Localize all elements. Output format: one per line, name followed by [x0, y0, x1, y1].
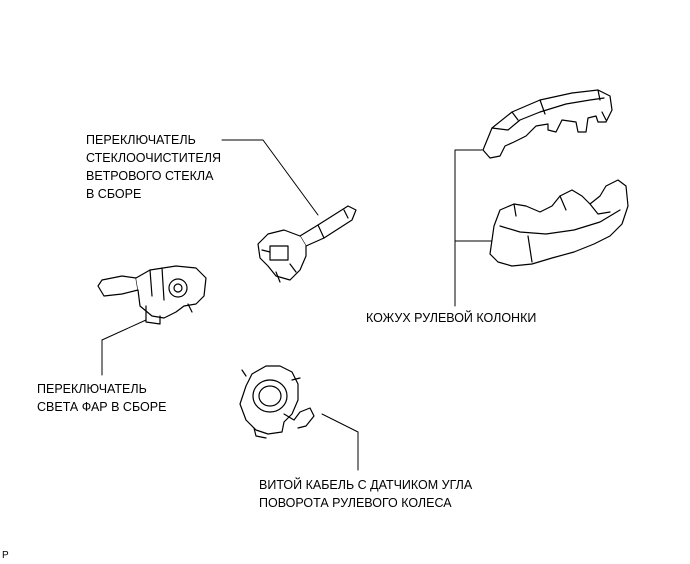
headlight-switch-label-line: СВЕТА ФАР В СБОРЕ — [37, 400, 167, 414]
spiral-cable-label-line: ВИТОЙ КАБЕЛЬ С ДАТЧИКОМ УГЛА — [259, 478, 473, 492]
column-cover-label-line: КОЖУХ РУЛЕВОЙ КОЛОНКИ — [366, 311, 537, 325]
wiper-switch-label-line: В СБОРЕ — [86, 187, 142, 201]
wiper-switch-label: ПЕРЕКЛЮЧАТЕЛЬ СТЕКЛООЧИСТИТЕЛЯ ВЕТРОВОГО… — [86, 131, 221, 203]
headlight-switch-label-line: ПЕРЕКЛЮЧАТЕЛЬ — [37, 382, 147, 396]
wiper-switch-label-line: ВЕТРОВОГО СТЕКЛА — [86, 169, 214, 183]
column-cover-label: КОЖУХ РУЛЕВОЙ КОЛОНКИ — [366, 309, 536, 327]
lower-column-cover — [489, 179, 629, 267]
leader-lines — [101, 139, 495, 471]
figure-code: P — [2, 550, 9, 561]
spiral-cable-leader — [321, 413, 359, 471]
headlight-switch-assembly — [97, 265, 207, 325]
upper-column-cover — [482, 89, 613, 159]
spiral-cable-label-line: ПОВОРОТА РУЛЕВОГО КОЛЕСА — [259, 496, 452, 510]
wiper-switch-label-line: СТЕКЛООЧИСТИТЕЛЯ — [86, 151, 221, 165]
column-cover-leader — [454, 149, 483, 307]
headlight-switch-label: ПЕРЕКЛЮЧАТЕЛЬ СВЕТА ФАР В СБОРЕ — [37, 380, 166, 416]
wiper-switch-assembly — [257, 205, 357, 283]
spiral-cable — [239, 365, 315, 439]
spiral-cable-label: ВИТОЙ КАБЕЛЬ С ДАТЧИКОМ УГЛА ПОВОРОТА РУ… — [259, 476, 472, 512]
headlight-switch-leader — [101, 319, 147, 376]
wiper-switch-label-line: ПЕРЕКЛЮЧАТЕЛЬ — [86, 133, 196, 147]
wiper-switch-leader — [221, 139, 319, 216]
